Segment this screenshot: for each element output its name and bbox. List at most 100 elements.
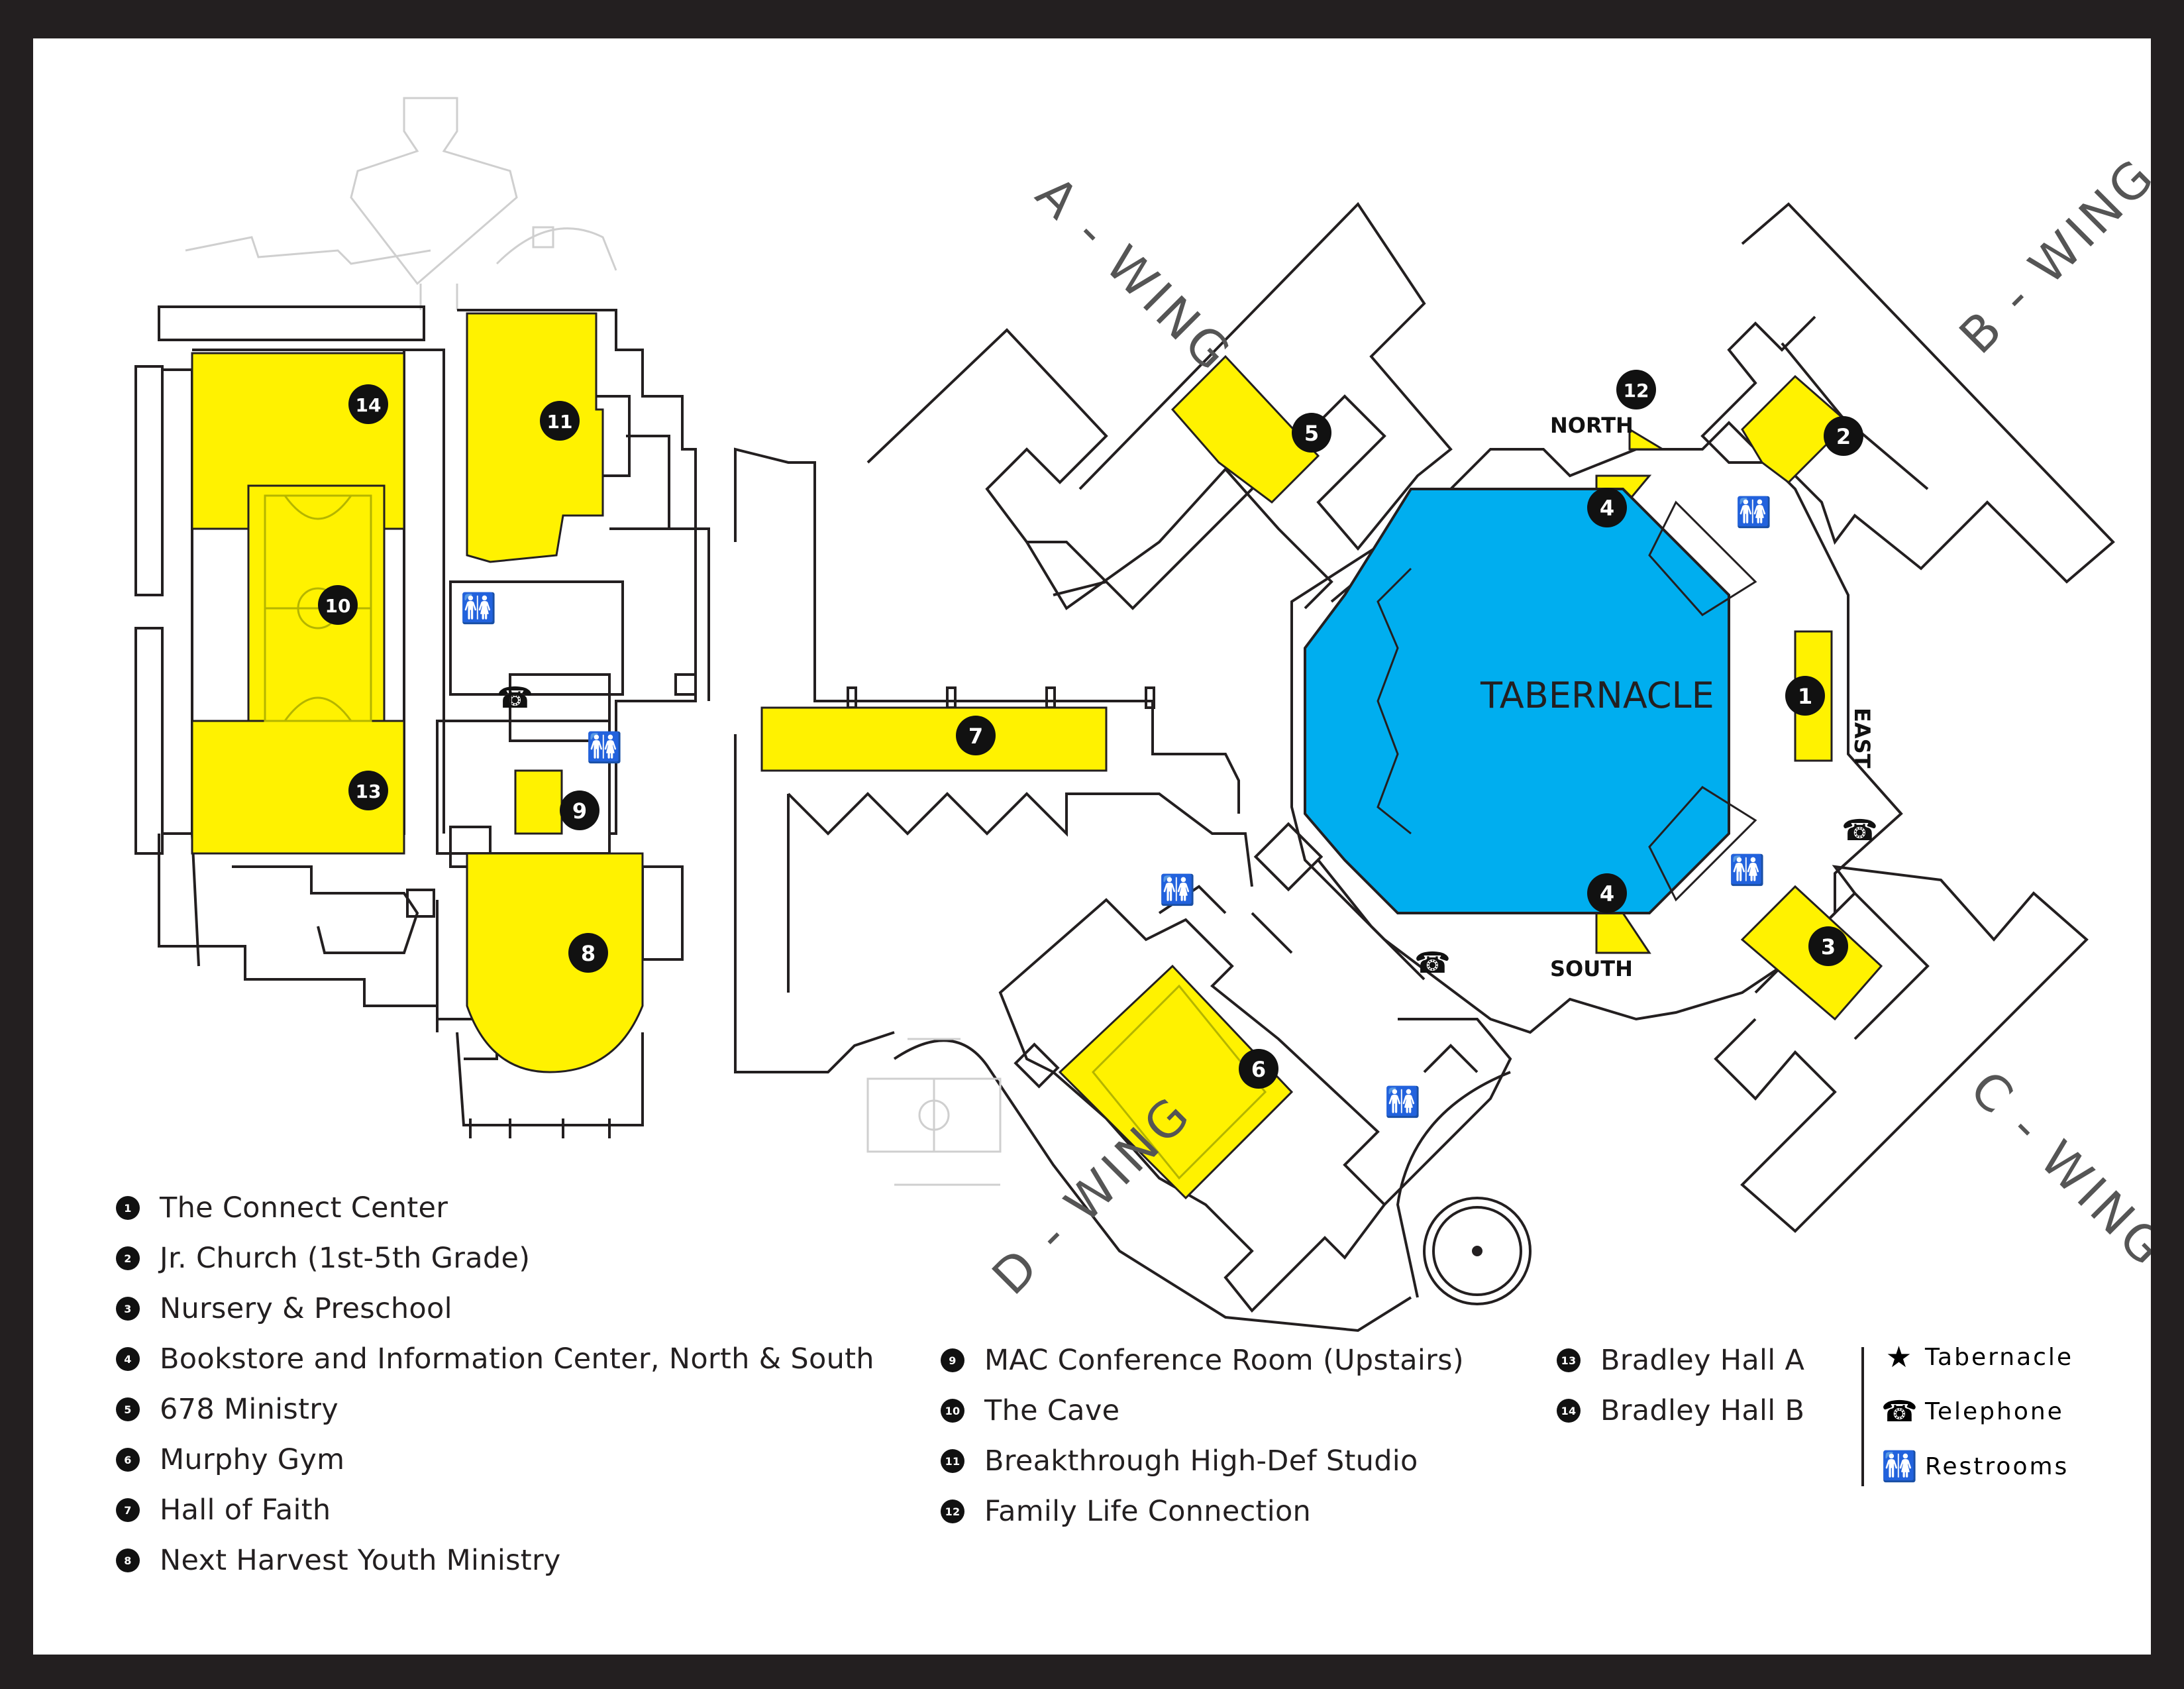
svg-text:10: 10 [325, 595, 351, 617]
legend-label: Bookstore and Information Center, North … [160, 1342, 874, 1376]
marker-11: 11 [540, 401, 580, 441]
legend-item: 13 Bradley Hall A [1557, 1344, 1804, 1377]
c-wing-outline [1714, 865, 2089, 1233]
legend-number: 6 [116, 1448, 140, 1472]
east-label: EAST [1849, 708, 1875, 769]
legend-number: 2 [116, 1246, 140, 1270]
legend-number: 13 [1557, 1348, 1581, 1372]
svg-text:9: 9 [572, 798, 587, 824]
svg-text:11: 11 [547, 411, 573, 433]
telephone-icon: ☎ [497, 681, 533, 715]
marker-8: 8 [568, 933, 608, 973]
legend-label: Murphy Gym [160, 1443, 345, 1476]
star-icon: ★ [1885, 1340, 1914, 1374]
stage-outline [1377, 567, 1412, 835]
marker-10: 10 [318, 585, 358, 625]
restrooms-icon: 🚻 [1159, 873, 1196, 907]
svg-text:5: 5 [1304, 421, 1319, 446]
legend-item: 4 Bookstore and Information Center, North… [116, 1342, 874, 1376]
map-sheet: A - WING B - WING C - WING D - WING NORT… [33, 38, 2151, 1655]
legend-item: 1 The Connect Center [116, 1191, 448, 1225]
legend-label: 678 Ministry [160, 1393, 338, 1426]
svg-text:6: 6 [1251, 1057, 1266, 1082]
legend-number: 10 [941, 1399, 964, 1423]
restrooms-icon: 🚻 [1881, 1450, 1920, 1484]
room-11 [466, 312, 604, 563]
svg-text:2: 2 [1836, 424, 1851, 449]
legend-label: The Connect Center [160, 1191, 448, 1225]
tabernacle-label: TABERNACLE [1480, 675, 1714, 716]
legend-item: 11 Breakthrough High-Def Studio [941, 1444, 1418, 1478]
svg-text:7: 7 [968, 724, 983, 749]
legend-item: 9 MAC Conference Room (Upstairs) [941, 1344, 1464, 1377]
legend-number: 9 [941, 1348, 964, 1372]
legend-number: 1 [116, 1196, 140, 1220]
b-wing-label: B - WING [1949, 146, 2151, 365]
legend-label: Bradley Hall A [1600, 1344, 1805, 1377]
room-2 [1741, 374, 1850, 484]
telephone-icon: ☎ [1881, 1395, 1920, 1429]
legend-number: 12 [941, 1499, 964, 1523]
restrooms-icon: 🚻 [1729, 853, 1765, 887]
legend-number: 5 [116, 1397, 140, 1421]
restrooms-icon: 🚻 [1736, 496, 1772, 529]
restrooms-icon: 🚻 [586, 731, 623, 765]
marker-4-north: 4 [1587, 488, 1627, 527]
room-7 [760, 706, 1108, 772]
floor-plan: A - WING B - WING C - WING D - WING NORT… [134, 97, 2151, 1333]
key-label: Telephone [1925, 1398, 2064, 1425]
legend-label: The Cave [984, 1394, 1120, 1427]
legend-label: Bradley Hall B [1600, 1394, 1805, 1427]
legend-label: Nursery & Preschool [160, 1292, 452, 1325]
telephone-icon: ☎ [1414, 946, 1451, 980]
legend-number: 11 [941, 1449, 964, 1473]
central-corridor [734, 447, 1253, 1073]
legend-item: 7 Hall of Faith [116, 1494, 331, 1527]
north-east-seating [1648, 500, 1757, 616]
legend-label: Next Harvest Youth Ministry [160, 1544, 561, 1577]
legend-number: 3 [116, 1297, 140, 1321]
key-divider [1861, 1347, 1864, 1486]
legend-item: 5 678 Ministry [116, 1393, 338, 1426]
west-building [134, 305, 710, 1138]
marker-2: 2 [1824, 416, 1863, 456]
room-markers: 1 2 3 4 4 5 6 7 8 9 10 11 12 13 14 [318, 370, 1863, 1089]
svg-text:1: 1 [1798, 684, 1812, 709]
key-label: Tabernacle [1925, 1344, 2074, 1371]
legend-label: MAC Conference Room (Upstairs) [984, 1344, 1464, 1377]
a-wing-label: A - WING [1025, 166, 1243, 384]
svg-text:3: 3 [1821, 934, 1836, 959]
marker-3: 3 [1808, 926, 1848, 966]
legend-number: 4 [116, 1347, 140, 1371]
legend-item: 3 Nursery & Preschool [116, 1292, 452, 1325]
key-label: Restrooms [1925, 1452, 2069, 1480]
restrooms-icon: 🚻 [460, 592, 497, 626]
legend-item: 10 The Cave [941, 1394, 1119, 1427]
legend-number: 7 [116, 1498, 140, 1522]
legend-item: 2 Jr. Church (1st-5th Grade) [116, 1242, 530, 1275]
restrooms-icon: 🚻 [1384, 1085, 1421, 1119]
marker-5: 5 [1292, 413, 1331, 453]
telephone-icon: ☎ [1842, 814, 1878, 847]
room-5 [1170, 354, 1320, 504]
d-wing-label: D - WING [982, 1085, 1203, 1306]
marker-13: 13 [348, 771, 388, 810]
marker-7: 7 [956, 716, 996, 755]
room-8 [466, 852, 644, 1073]
marker-9: 9 [560, 790, 599, 830]
court-lines [264, 494, 1267, 1180]
marker-4-south: 4 [1587, 873, 1627, 913]
svg-text:13: 13 [356, 781, 382, 802]
entrance-canopy [185, 97, 617, 310]
room-4-south [1595, 912, 1651, 954]
legend-label: Breakthrough High-Def Studio [984, 1444, 1418, 1478]
legend-label: Hall of Faith [160, 1494, 331, 1527]
svg-text:4: 4 [1600, 496, 1614, 521]
key-item: ☎Telephone [1881, 1395, 2064, 1429]
svg-text:8: 8 [581, 941, 596, 966]
marker-1: 1 [1785, 676, 1825, 716]
legend-label: Jr. Church (1st-5th Grade) [160, 1242, 531, 1275]
north-label: NORTH [1550, 413, 1634, 438]
